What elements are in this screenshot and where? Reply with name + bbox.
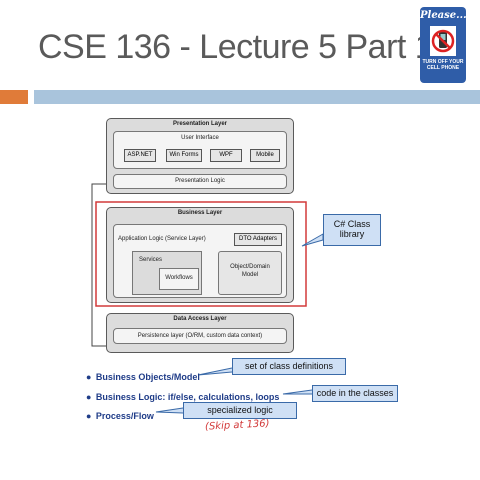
win-forms-chip: Win Forms bbox=[166, 149, 202, 162]
presentation-layer-title: Presentation Layer bbox=[172, 121, 228, 127]
object-model-line2: Model bbox=[241, 272, 259, 278]
wpf-chip: WPF bbox=[210, 149, 242, 162]
presentation-layer: Presentation Layer User Interface ASP.NE… bbox=[106, 118, 294, 194]
workflows-label: Workflows bbox=[165, 275, 193, 281]
application-logic-box: Application Logic (Service Layer) DTO Ad… bbox=[113, 224, 287, 298]
bullet-dot: ● bbox=[86, 372, 92, 382]
bullet-item-logic: ● Business Logic: if/else, calculations,… bbox=[86, 387, 279, 405]
data-access-layer: Data Access Layer Persistence layer (O/R… bbox=[106, 313, 294, 353]
class-library-line1: C# Class bbox=[333, 219, 371, 229]
object-model-box: Object/Domain Model bbox=[218, 251, 282, 295]
bullet-item-objects: ● Business Objects/Model bbox=[86, 367, 200, 385]
bullet-dot: ● bbox=[86, 392, 92, 402]
slide-title: CSE 136 - Lecture 5 Part 1 bbox=[38, 28, 434, 66]
class-library-callout: C# Class library bbox=[323, 214, 381, 246]
sign-caption: TURN OFF YOUR CELL PHONE bbox=[420, 59, 466, 71]
user-interface-label: User Interface bbox=[181, 135, 219, 141]
business-layer: Business Layer Application Logic (Servic… bbox=[106, 207, 294, 303]
sign-caption-line1: TURN OFF YOUR bbox=[422, 59, 464, 65]
services-label: Services bbox=[139, 257, 163, 263]
asp-net-chip: ASP.NET bbox=[124, 149, 156, 162]
sign-please-text: Please... bbox=[420, 10, 467, 21]
bullet-text-logic: Business Logic: if/else, calculations, l… bbox=[95, 392, 280, 402]
data-access-layer-title: Data Access Layer bbox=[173, 316, 227, 322]
class-defs-pointer bbox=[197, 367, 233, 376]
application-logic-label: Application Logic (Service Layer) bbox=[118, 236, 206, 242]
sign-caption-line2: CELL PHONE bbox=[426, 65, 460, 71]
class-definitions-callout: set of class definitions bbox=[232, 358, 346, 375]
code-in-classes-callout: code in the classes bbox=[312, 385, 398, 402]
bullet-text-objects: Business Objects/Model bbox=[95, 372, 200, 382]
user-interface-box: User Interface ASP.NET Win Forms WPF Mob… bbox=[113, 131, 287, 169]
dto-adapters-chip: DTO Adapters bbox=[234, 233, 282, 246]
business-layer-title: Business Layer bbox=[177, 210, 223, 216]
class-library-line2: library bbox=[339, 229, 365, 239]
services-box: Services Workflows bbox=[132, 251, 202, 295]
layer-link-line bbox=[91, 183, 106, 347]
mobile-chip: Mobile bbox=[250, 149, 280, 162]
code-pointer bbox=[282, 389, 313, 395]
specialized-logic-callout: specialized logic bbox=[183, 402, 297, 419]
presentation-logic-box: Presentation Logic bbox=[113, 174, 287, 189]
workflows-box: Workflows bbox=[159, 268, 199, 290]
business-layer-highlight bbox=[95, 201, 307, 307]
object-model-line1: Object/Domain bbox=[230, 264, 270, 270]
class-library-pointer bbox=[301, 233, 324, 247]
bullet-item-process: ● Process/Flow bbox=[86, 406, 154, 424]
header-rule bbox=[34, 90, 480, 104]
no-phone-icon bbox=[430, 26, 456, 56]
specialized-pointer bbox=[155, 407, 184, 414]
persistence-layer-box: Persistence layer (O/RM, custom data con… bbox=[113, 328, 287, 344]
bullet-text-process: Process/Flow bbox=[95, 411, 154, 421]
bullet-dot: ● bbox=[86, 411, 92, 421]
turn-off-phone-sign: Please... TURN OFF YOUR CELL PHONE bbox=[420, 7, 467, 83]
header-rule-accent bbox=[0, 90, 28, 104]
